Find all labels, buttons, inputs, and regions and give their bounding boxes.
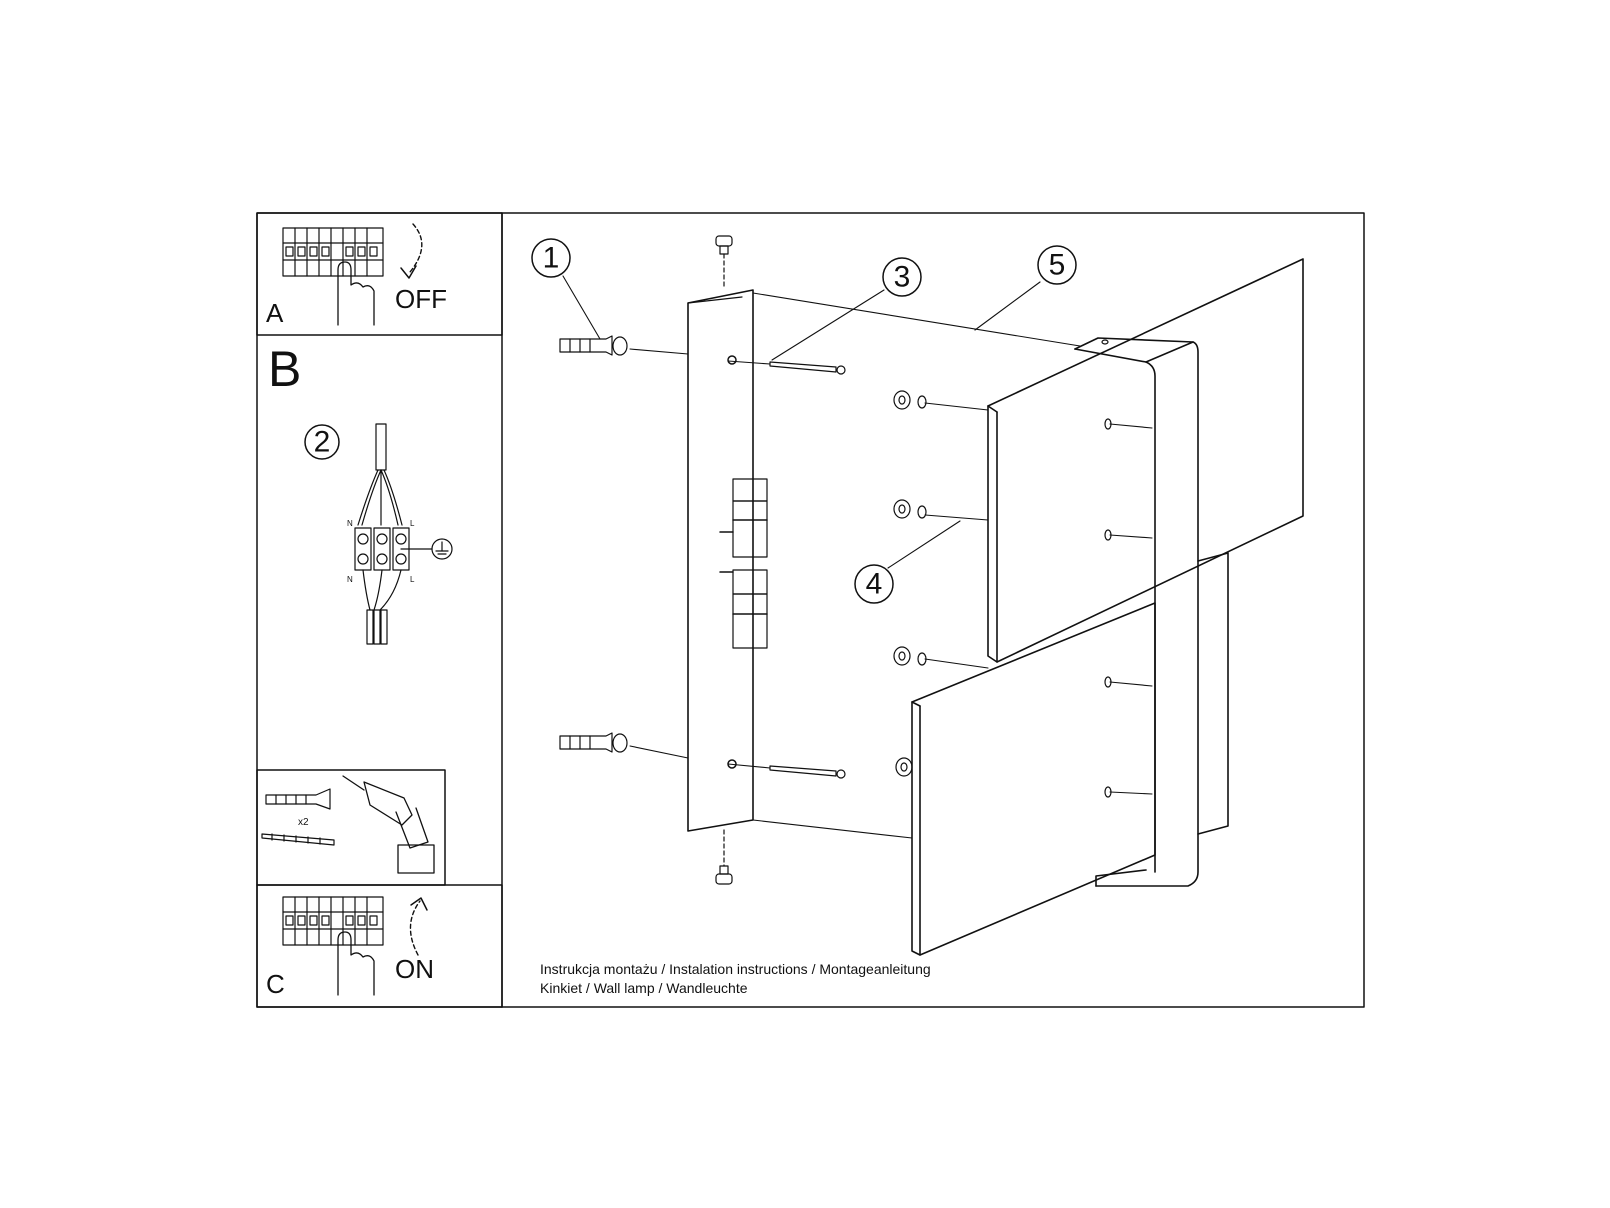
lamp-lower-plate-back — [1197, 552, 1229, 835]
footer-line-1: Instrukcja montażu / Instalation instruc… — [540, 961, 931, 977]
screw-top — [769, 361, 846, 375]
screw-icon — [261, 833, 335, 846]
lamp-frame — [1074, 337, 1199, 887]
drill-icon — [342, 775, 435, 874]
live-label-bottom: L — [410, 575, 415, 584]
callout-4-circle — [854, 564, 894, 604]
panel-c: C ON — [256, 884, 503, 1008]
wiring-diagram — [354, 423, 453, 645]
callout-5: 5 — [1049, 249, 1066, 282]
top-screw-icon — [715, 235, 733, 289]
callout-leaders — [562, 275, 1041, 569]
arrow-down-head — [400, 265, 417, 279]
breaker-box-icon — [282, 227, 384, 277]
callout-3-circle — [882, 257, 922, 297]
panel-a: A OFF — [256, 212, 503, 336]
quantity-label: x2 — [298, 817, 309, 828]
panel-tools: x2 — [256, 769, 446, 886]
main-assembly: 1 3 5 4 — [531, 235, 1304, 956]
lamp-lower-plate — [911, 602, 1156, 956]
neutral-label-bottom: N — [347, 575, 353, 584]
nut-washer-3 — [893, 646, 927, 666]
outer-frame — [256, 212, 1365, 1008]
ground-symbol-icon — [431, 538, 453, 560]
footer-line-2: Kinkiet / Wall lamp / Wandleuchte — [540, 980, 748, 996]
panel-b-letter: B — [268, 341, 301, 397]
panel-b: B 2 N L N L — [268, 341, 453, 645]
guide-lines — [629, 292, 1153, 839]
live-label-top: L — [410, 519, 415, 528]
wall-plug-bottom — [559, 732, 628, 753]
callout-4: 4 — [866, 568, 883, 601]
arrow-up-icon — [409, 900, 421, 956]
nut-4 — [895, 757, 913, 777]
callout-2-circle — [304, 424, 340, 460]
nut-washer-1 — [893, 390, 927, 410]
on-label: ON — [395, 954, 434, 984]
screw-bottom — [769, 765, 846, 779]
callout-2: 2 — [314, 426, 331, 459]
callout-3: 3 — [894, 261, 911, 294]
hand-icon-c — [337, 931, 375, 996]
neutral-label-top: N — [347, 519, 353, 528]
wall-plug-top — [559, 335, 628, 356]
callout-1-circle — [531, 238, 571, 278]
mounting-holes — [1101, 339, 1112, 798]
callout-5-circle — [1037, 245, 1077, 285]
hand-icon — [337, 261, 375, 326]
callout-1: 1 — [543, 242, 560, 275]
breaker-box-icon-c — [282, 896, 384, 946]
panel-a-letter: A — [266, 298, 284, 328]
lamp-upper-plate — [987, 258, 1304, 663]
bottom-screw-icon — [715, 829, 733, 885]
arrow-up-head — [410, 897, 428, 911]
panel-c-letter: C — [266, 969, 285, 999]
nut-washer-2 — [893, 499, 927, 519]
arrow-down-icon — [409, 223, 423, 273]
wall-plug-icon — [265, 788, 331, 810]
mounting-bracket — [687, 289, 768, 832]
off-label: OFF — [395, 284, 447, 314]
